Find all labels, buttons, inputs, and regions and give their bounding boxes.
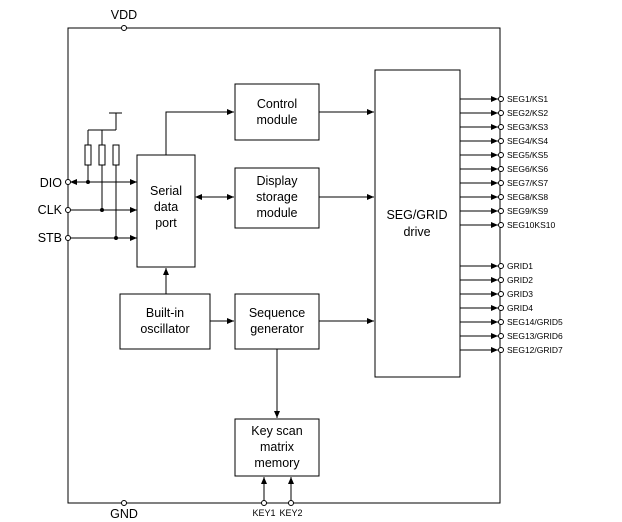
grid-output-2: GRID2 bbox=[460, 275, 533, 285]
grid-output-label: SEG13/GRID6 bbox=[507, 331, 563, 341]
seg-output-label: SEG9/KS9 bbox=[507, 206, 548, 216]
display-storage-block: Display storage module bbox=[234, 167, 320, 229]
key2-pin bbox=[288, 500, 294, 506]
seg-output-pin bbox=[498, 208, 504, 214]
pull-up-resistors bbox=[84, 112, 122, 240]
grid-output-pin bbox=[498, 263, 504, 269]
key1-label: KEY1 bbox=[252, 508, 275, 518]
key-inputs: KEY1 KEY2 bbox=[252, 477, 303, 518]
clk-label: CLK bbox=[38, 203, 63, 217]
serial-port-line-2: data bbox=[154, 200, 178, 214]
key1-pin bbox=[261, 500, 267, 506]
resistor-dio bbox=[84, 144, 92, 166]
grid-output-4: GRID4 bbox=[460, 303, 533, 313]
dio-label: DIO bbox=[40, 176, 63, 190]
grid-output-label: SEG12/GRID7 bbox=[507, 345, 563, 355]
internal-connections bbox=[163, 109, 374, 418]
grid-output-label: GRID2 bbox=[507, 275, 533, 285]
grid-output-pin bbox=[498, 305, 504, 311]
display-storage-line-2: storage bbox=[256, 190, 298, 204]
seg-output-6: SEG6/KS6 bbox=[460, 164, 548, 174]
dio-pin bbox=[65, 179, 71, 185]
grid-output-6: SEG13/GRID6 bbox=[460, 331, 563, 341]
sequence-generator-line-2: generator bbox=[250, 322, 304, 336]
seg-output-pin bbox=[498, 138, 504, 144]
grid-output-pin bbox=[498, 333, 504, 339]
oscillator-block: Built-in oscillator bbox=[119, 293, 211, 350]
key2-label: KEY2 bbox=[279, 508, 302, 518]
seg-output-label: SEG10KS10 bbox=[507, 220, 555, 230]
seg-output-label: SEG2/KS2 bbox=[507, 108, 548, 118]
grid-output-pin bbox=[498, 319, 504, 325]
grid-output-pin bbox=[498, 347, 504, 353]
resistor-clk bbox=[98, 144, 106, 166]
key-scan-line-1: Key scan bbox=[251, 424, 302, 438]
seg-output-2: SEG2/KS2 bbox=[460, 108, 548, 118]
seg-output-pin bbox=[498, 124, 504, 130]
seg-output-3: SEG3/KS3 bbox=[460, 122, 548, 132]
display-storage-line-1: Display bbox=[257, 174, 299, 188]
seg-output-label: SEG1/KS1 bbox=[507, 94, 548, 104]
oscillator-line-1: Built-in bbox=[146, 306, 184, 320]
key-scan-line-3: memory bbox=[254, 456, 300, 470]
seg-grid-drive-block: SEG/GRID drive bbox=[374, 69, 461, 378]
seg-output-label: SEG7/KS7 bbox=[507, 178, 548, 188]
serial-port-line-1: Serial bbox=[150, 184, 182, 198]
stb-label: STB bbox=[38, 231, 62, 245]
gnd-pin bbox=[121, 500, 127, 506]
seg-outputs: SEG1/KS1SEG2/KS2SEG3/KS3SEG4/KS4SEG5/KS5… bbox=[460, 94, 555, 230]
seg-output-label: SEG8/KS8 bbox=[507, 192, 548, 202]
grid-output-5: SEG14/GRID5 bbox=[460, 317, 563, 327]
control-module-block: Control module bbox=[234, 83, 320, 141]
resistor-stb bbox=[112, 144, 120, 166]
grid-output-pin bbox=[498, 291, 504, 297]
display-storage-line-3: module bbox=[257, 206, 298, 220]
seg-output-4: SEG4/KS4 bbox=[460, 136, 548, 146]
seg-output-pin bbox=[498, 166, 504, 172]
seg-output-label: SEG5/KS5 bbox=[507, 150, 548, 160]
seg-output-1: SEG1/KS1 bbox=[460, 94, 548, 104]
seg-output-pin bbox=[498, 180, 504, 186]
seg-output-pin bbox=[498, 96, 504, 102]
seg-output-5: SEG5/KS5 bbox=[460, 150, 548, 160]
grid-output-3: GRID3 bbox=[460, 289, 533, 299]
key-scan-line-2: matrix bbox=[260, 440, 295, 454]
seg-output-label: SEG4/KS4 bbox=[507, 136, 548, 146]
control-module-line-2: module bbox=[257, 113, 298, 127]
seg-output-8: SEG8/KS8 bbox=[460, 192, 548, 202]
control-module-line-1: Control bbox=[257, 97, 297, 111]
seg-output-10: SEG10KS10 bbox=[460, 220, 555, 230]
grid-output-label: SEG14/GRID5 bbox=[507, 317, 563, 327]
vdd-label: VDD bbox=[111, 8, 137, 22]
grid-output-label: GRID4 bbox=[507, 303, 533, 313]
seg-grid-drive-line-1: SEG/GRID bbox=[386, 208, 447, 222]
input-pins: DIO CLK STB bbox=[38, 176, 137, 245]
grid-output-label: GRID3 bbox=[507, 289, 533, 299]
seg-output-pin bbox=[498, 222, 504, 228]
serial-data-port-block: Serial data port bbox=[136, 154, 196, 268]
grid-output-7: SEG12/GRID7 bbox=[460, 345, 563, 355]
grid-output-pin bbox=[498, 277, 504, 283]
sequence-generator-block: Sequence generator bbox=[234, 293, 320, 350]
key-scan-block: Key scan matrix memory bbox=[234, 418, 320, 477]
gnd-label: GND bbox=[110, 507, 138, 521]
vdd-pin bbox=[121, 25, 127, 31]
serial-port-line-3: port bbox=[155, 216, 177, 230]
grid-output-label: GRID1 bbox=[507, 261, 533, 271]
seg-output-pin bbox=[498, 194, 504, 200]
grid-outputs: GRID1GRID2GRID3GRID4SEG14/GRID5SEG13/GRI… bbox=[460, 261, 563, 355]
seg-output-7: SEG7/KS7 bbox=[460, 178, 548, 188]
stb-pin bbox=[65, 235, 71, 241]
clk-pin bbox=[65, 207, 71, 213]
oscillator-line-2: oscillator bbox=[140, 322, 189, 336]
seg-output-pin bbox=[498, 110, 504, 116]
grid-output-1: GRID1 bbox=[460, 261, 533, 271]
seg-grid-drive-line-2: drive bbox=[403, 225, 430, 239]
sequence-generator-line-1: Sequence bbox=[249, 306, 305, 320]
seg-output-label: SEG6/KS6 bbox=[507, 164, 548, 174]
seg-output-9: SEG9/KS9 bbox=[460, 206, 548, 216]
seg-output-label: SEG3/KS3 bbox=[507, 122, 548, 132]
seg-output-pin bbox=[498, 152, 504, 158]
